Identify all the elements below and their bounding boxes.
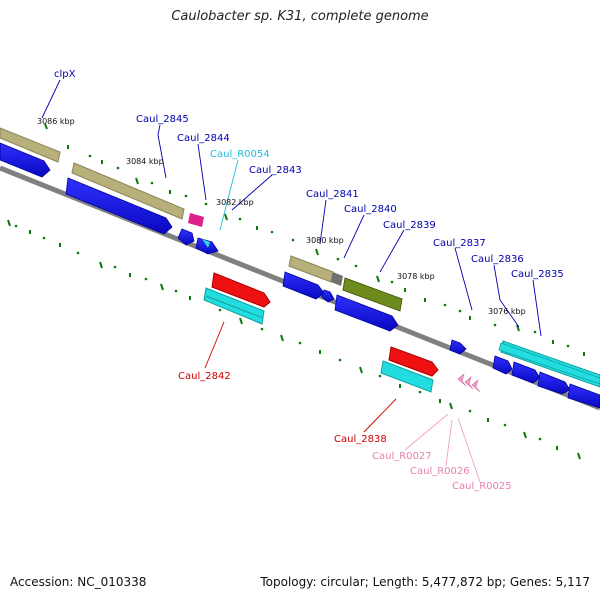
gene-label-caul-2839: Caul_2839 [383,220,436,231]
gene-label-caul-2844: Caul_2844 [177,133,230,144]
gene-label-caul-2838: Caul_2838 [334,434,387,445]
gene-label-caul-r0054: Caul_R0054 [210,149,270,160]
scale-label: 3082 kbp [216,198,254,207]
gene-caul-2840 [342,277,403,312]
gene-label-caul-r0027: Caul_R0027 [372,451,432,462]
gene-label-caul-2843: Caul_2843 [249,165,302,176]
tick-dots [14,154,570,441]
gene-label-caul-2835: Caul_2835 [511,269,564,280]
map-title: Caulobacter sp. K31, complete genome [171,9,429,24]
gene-label-caul-2837: Caul_2837 [433,238,486,249]
tick-marks [7,123,585,460]
gene-caul-r0054 [202,239,210,248]
genome-summary-label: Topology: circular; Length: 5,477,872 bp… [260,575,590,589]
gene-label-caul-2841: Caul_2841 [306,189,359,200]
gene-label-caul-2842: Caul_2842 [178,371,231,382]
gene-label-caul-2840: Caul_2840 [344,204,397,215]
gene-label-caul-r0025: Caul_R0025 [452,481,512,492]
scale-label: 3084 kbp [126,157,164,166]
gene-label-caul-r0026: Caul_R0026 [410,466,470,477]
scale-label: 3080 kbp [306,236,344,245]
leader-lines [41,79,542,483]
gene-label-clpX: clpX [54,69,76,80]
accession-label: Accession: NC_010338 [10,575,147,589]
rna-features [457,373,481,393]
gene-label-caul-2845: Caul_2845 [136,114,189,125]
scale-label: 3078 kbp [397,272,435,281]
gene-caul-2841b [331,272,343,286]
gene-caul-2844 [188,213,204,227]
gene-caul-2845 [71,162,185,220]
lower-genes [203,272,600,393]
gene-clpX [0,127,61,163]
upper-cds [0,142,600,409]
gene-label-caul-2836: Caul_2836 [471,254,524,265]
scale-label: 3076 kbp [488,307,526,316]
scale-label: 3086 kbp [37,117,75,126]
